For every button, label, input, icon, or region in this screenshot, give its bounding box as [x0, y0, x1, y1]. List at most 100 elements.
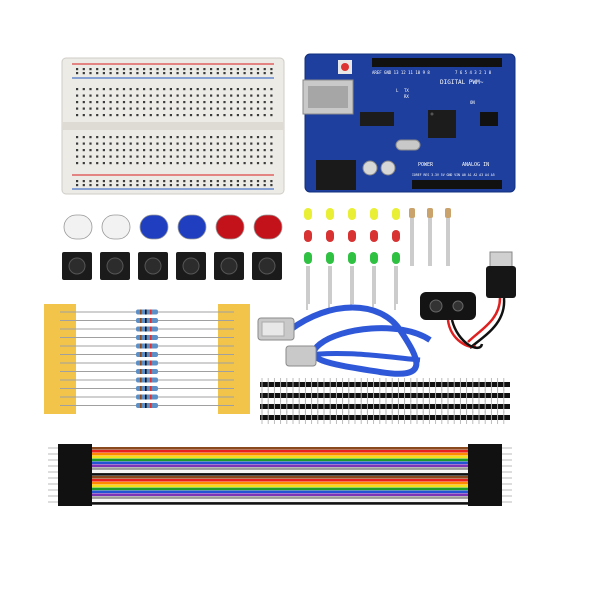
breadboard-hole — [169, 101, 172, 104]
pin-header-strip — [260, 393, 510, 398]
breadboard-hole — [263, 68, 266, 71]
breadboard-hole — [82, 114, 85, 117]
breadboard-hole — [223, 94, 226, 97]
breadboard-hole — [183, 68, 186, 71]
breadboard-hole — [243, 72, 246, 75]
breadboard-hole — [156, 72, 159, 75]
breadboard-hole — [223, 184, 226, 187]
breadboard-hole — [263, 72, 266, 75]
breadboard-hole — [236, 142, 239, 145]
breadboard-hole — [149, 180, 152, 183]
breadboard-hole — [89, 72, 92, 75]
breadboard-hole — [236, 114, 239, 117]
tact-switches — [62, 252, 282, 280]
breadboard-hole — [76, 180, 79, 183]
pin-header-strip — [260, 404, 510, 409]
breadboard-hole — [96, 94, 99, 97]
breadboard-hole — [230, 94, 233, 97]
breadboard-hole — [176, 155, 179, 158]
breadboard-hole — [122, 94, 126, 97]
breadboard-hole — [196, 155, 199, 158]
breadboard-hole — [243, 94, 246, 97]
breadboard-hole — [223, 142, 226, 145]
breadboard-hole — [143, 101, 146, 104]
breadboard-hole — [136, 101, 139, 104]
breadboard-hole — [116, 68, 119, 71]
resistor-body — [136, 369, 158, 374]
breadboard-hole — [102, 88, 105, 91]
breadboard-hole — [243, 107, 246, 110]
breadboard-hole — [136, 94, 139, 97]
jumper-wire — [92, 455, 468, 459]
breadboard-hole — [163, 180, 166, 183]
button-cap-blue — [139, 214, 169, 240]
breadboard-hole — [102, 114, 105, 117]
breadboard-hole — [263, 142, 266, 145]
breadboard-hole — [122, 184, 126, 187]
breadboard-hole — [129, 162, 132, 165]
breadboard-hole — [183, 149, 186, 152]
breadboard-hole — [250, 136, 253, 139]
breadboard-hole — [250, 155, 253, 158]
breadboard-hole — [76, 94, 79, 97]
breadboard-hole — [163, 107, 166, 110]
breadboard-hole — [102, 180, 105, 183]
breadboard-hole — [176, 142, 179, 145]
breadboard-hole — [243, 162, 246, 165]
breadboard-hole — [129, 88, 132, 91]
breadboard-hole — [270, 101, 273, 104]
breadboard-hole — [102, 184, 105, 187]
breadboard-hole — [183, 162, 186, 165]
resistor-band — [145, 343, 147, 349]
breadboard-hole — [210, 136, 213, 139]
breadboard-hole — [169, 184, 172, 187]
breadboard-hole — [89, 180, 92, 183]
pin-header-strip — [260, 415, 510, 420]
breadboard-hole — [116, 88, 119, 91]
breadboard-hole — [210, 162, 213, 165]
breadboard-hole — [210, 142, 213, 145]
breadboard-hole — [136, 184, 139, 187]
breadboard-hole — [243, 114, 246, 117]
breadboard-hole — [236, 184, 239, 187]
breadboard-hole — [102, 142, 105, 145]
resistor-band — [145, 386, 147, 391]
breadboard-hole — [102, 68, 105, 71]
breadboard-hole — [156, 180, 159, 183]
led — [304, 208, 312, 220]
breadboard-hole — [243, 88, 246, 91]
breadboard-hole — [163, 155, 166, 158]
analog-label: ANALOG IN — [462, 162, 489, 168]
breadboard-hole — [270, 155, 273, 158]
resistor-band — [140, 394, 142, 400]
breadboard-hole — [156, 88, 159, 91]
breadboard-hole — [236, 101, 239, 104]
breadboard-hole — [196, 149, 199, 152]
rx-label: RX — [404, 94, 409, 99]
breadboard-hole — [82, 184, 85, 187]
breadboard-hole — [196, 184, 199, 187]
breadboard-hole — [189, 136, 193, 139]
breadboard-hole — [82, 107, 85, 110]
breadboard-hole — [230, 184, 233, 187]
breadboard-hole — [263, 180, 266, 183]
breadboard-hole — [82, 136, 85, 139]
breadboard-hole — [270, 107, 273, 110]
breadboard-hole — [236, 107, 239, 110]
breadboard-hole — [96, 107, 99, 110]
breadboard-hole — [183, 142, 186, 145]
breadboard-hole — [189, 94, 193, 97]
jumper-wire — [92, 473, 468, 476]
breadboard-hole — [183, 114, 186, 117]
breadboard-hole — [109, 136, 112, 139]
breadboard-hole — [256, 180, 260, 183]
breadboard-hole — [256, 155, 260, 158]
breadboard-hole — [250, 114, 253, 117]
breadboard — [61, 57, 285, 195]
breadboard-hole — [230, 142, 233, 145]
analog-pins-label: A0 A1 A2 A3 A4 A5 — [462, 173, 495, 177]
breadboard-hole — [129, 155, 132, 158]
breadboard-hole — [176, 94, 179, 97]
resistor-body — [136, 403, 158, 408]
breadboard-hole — [149, 88, 152, 91]
